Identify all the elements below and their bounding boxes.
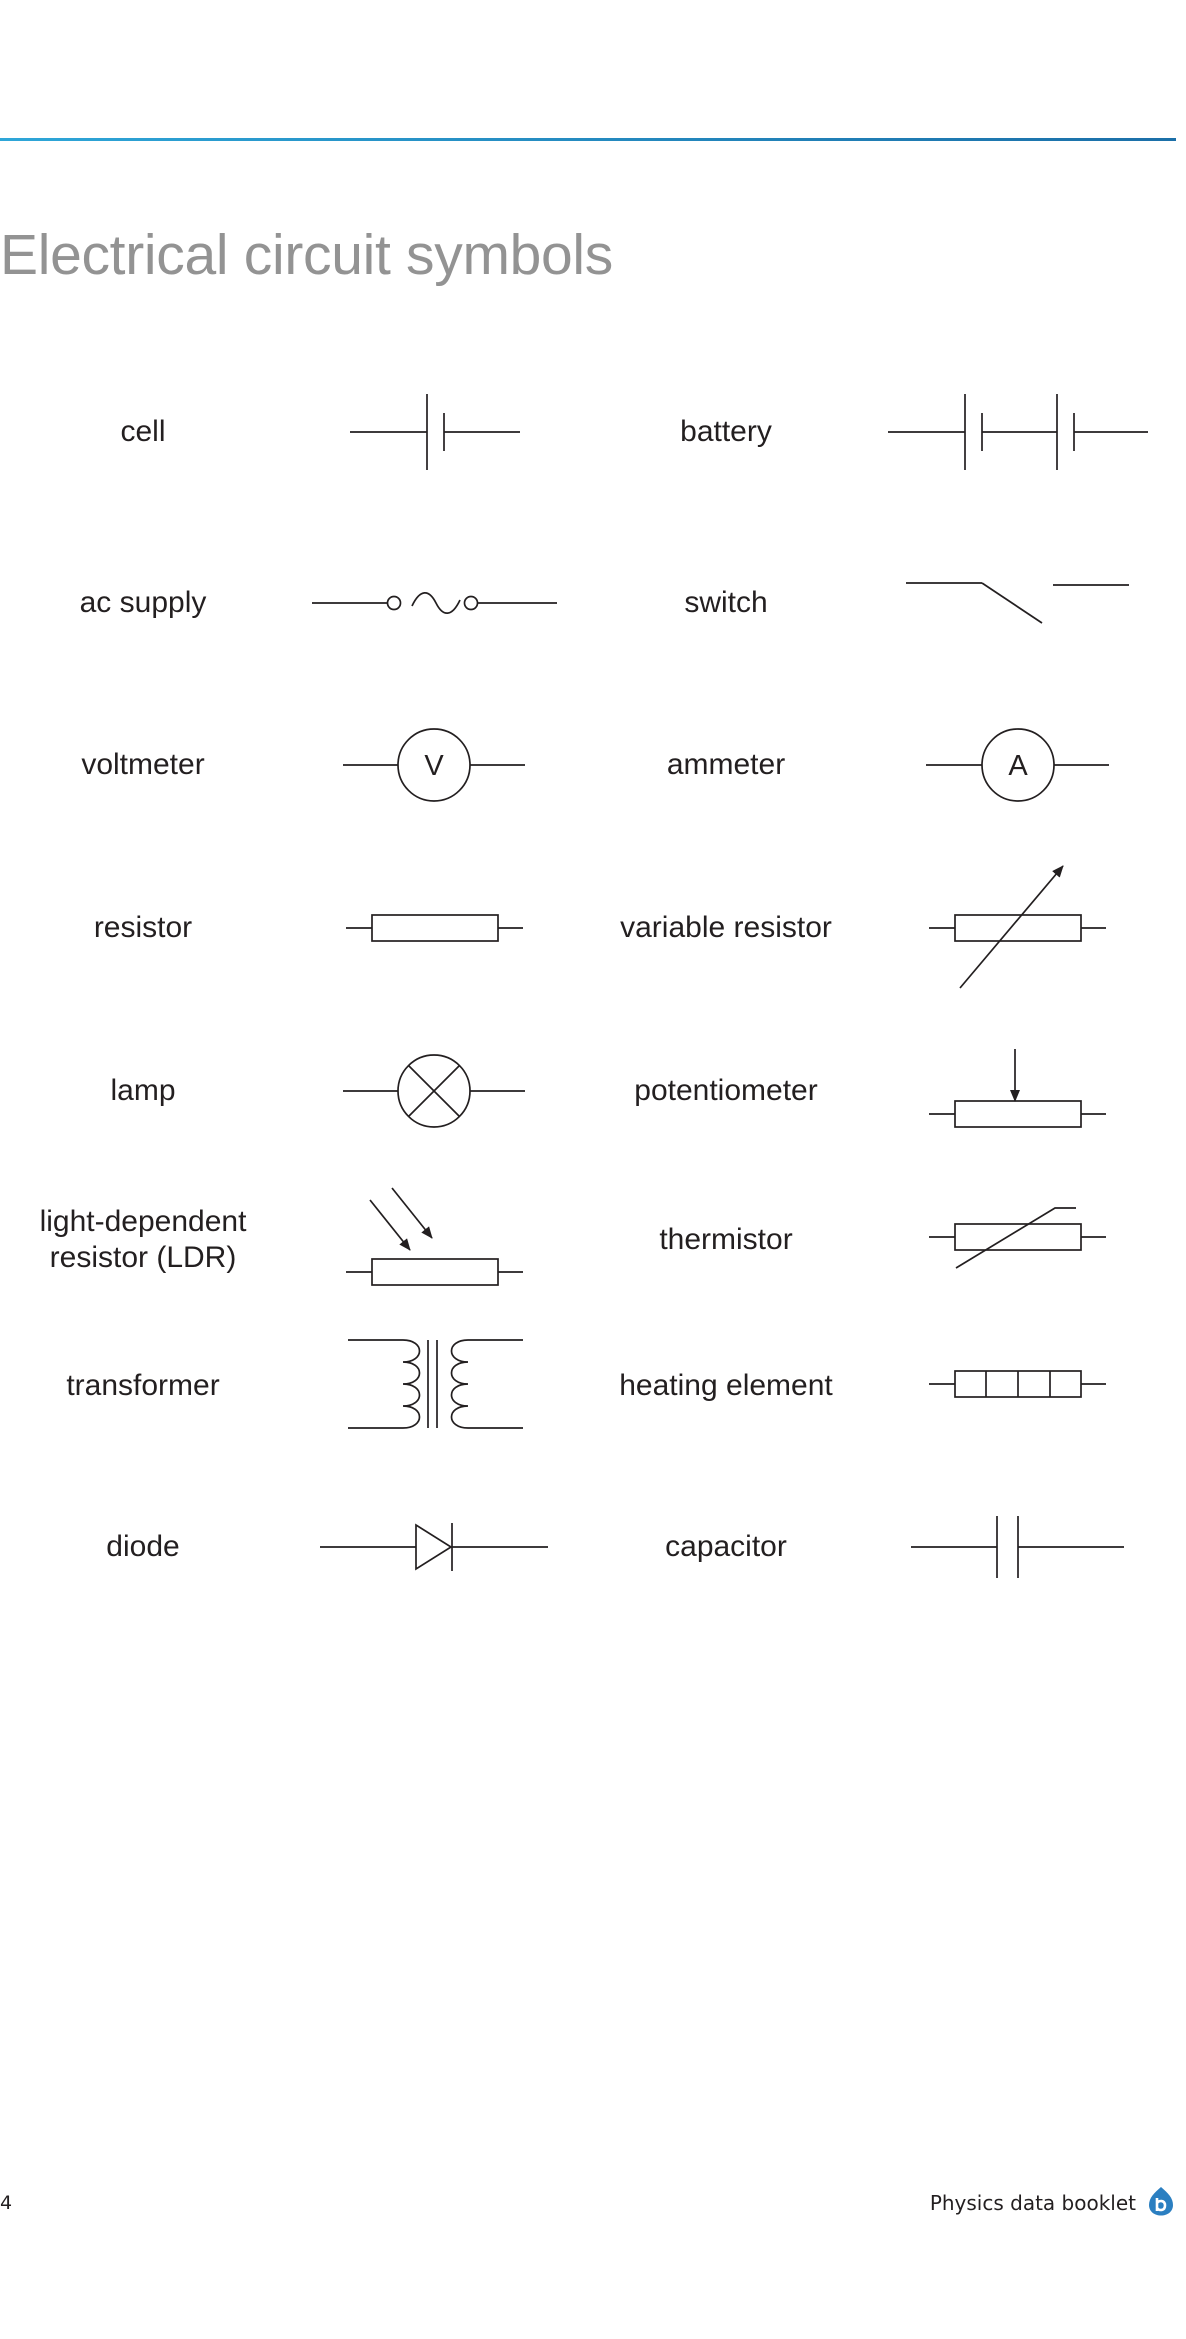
cell-symbol — [350, 394, 520, 470]
voltmeter-glyph: V — [424, 750, 444, 782]
label-heating-element: heating element — [619, 1369, 833, 1402]
circuit-symbols-drawing: V A — [312, 394, 1148, 1578]
ib-logo-icon — [1149, 2187, 1173, 2216]
voltmeter-symbol: V — [343, 728, 525, 802]
resistor-symbol — [346, 914, 523, 942]
label-ammeter: ammeter — [666, 748, 786, 781]
ldr-symbol — [346, 1187, 523, 1286]
label-variable-resistor: variable resistor — [620, 911, 832, 944]
label-potentiometer: potentiometer — [634, 1074, 818, 1107]
ammeter-symbol: A — [926, 728, 1109, 802]
battery-symbol — [888, 394, 1148, 470]
ac-supply-symbol — [312, 592, 557, 614]
variable-resistor-symbol — [929, 865, 1106, 989]
label-diode: diode — [106, 1530, 180, 1563]
header-rule — [0, 138, 1176, 141]
label-battery: battery — [680, 415, 772, 448]
label-voltmeter: voltmeter — [81, 748, 205, 781]
lamp-symbol — [343, 1054, 525, 1128]
label-capacitor: capacitor — [665, 1530, 787, 1563]
diode-symbol — [320, 1523, 548, 1571]
label-ldr-line2: resistor (LDR) — [49, 1241, 237, 1274]
label-switch: switch — [684, 586, 768, 619]
label-ac-supply: ac supply — [79, 586, 207, 619]
label-thermistor: thermistor — [659, 1223, 793, 1256]
label-transformer: transformer — [66, 1369, 220, 1402]
potentiometer-symbol — [929, 1049, 1106, 1128]
thermistor-symbol — [929, 1207, 1106, 1269]
footer-title: Physics data booklet — [929, 2191, 1136, 2215]
page-title: Electrical circuit symbols — [0, 223, 613, 287]
ammeter-glyph: A — [1008, 750, 1028, 782]
label-lamp: lamp — [110, 1074, 176, 1107]
heating-element-symbol — [929, 1370, 1106, 1398]
switch-symbol — [906, 582, 1129, 624]
capacitor-symbol — [911, 1516, 1124, 1578]
label-resistor: resistor — [93, 911, 193, 944]
label-ldr-line1: light-dependent — [39, 1205, 247, 1238]
label-cell: cell — [120, 415, 166, 448]
page-number: 4 — [0, 2192, 13, 2214]
transformer-symbol — [348, 1339, 523, 1429]
label-ldr: light-dependent resistor (LDR) — [40, 1204, 247, 1276]
